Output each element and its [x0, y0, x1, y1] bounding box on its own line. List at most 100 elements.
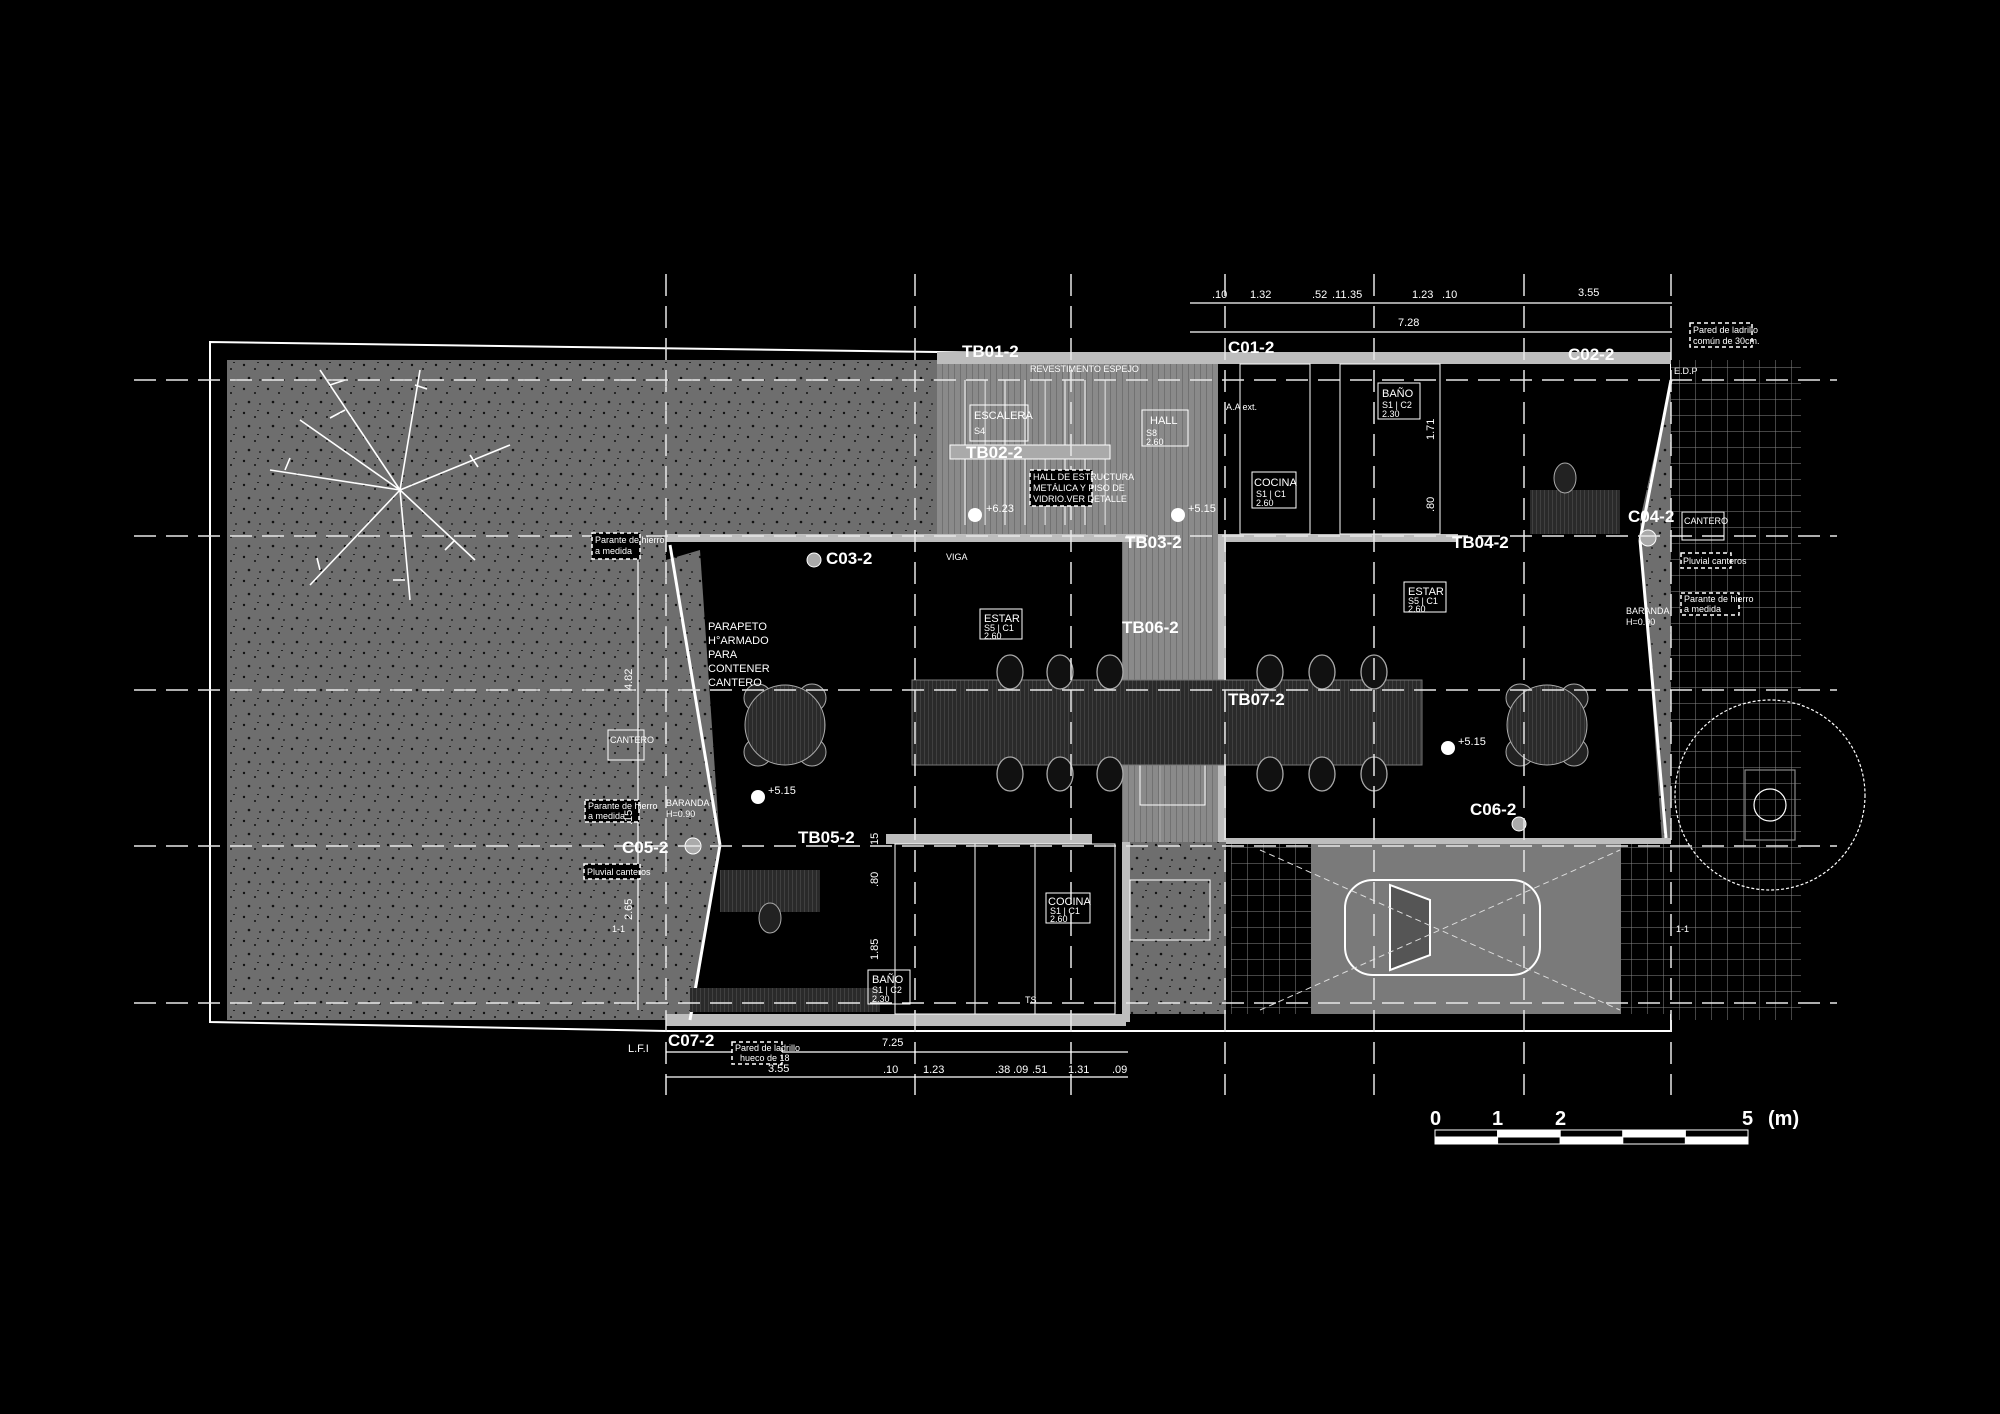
- svg-text:S1 | C2: S1 | C2: [1382, 400, 1412, 410]
- desk-top-right: [1530, 490, 1620, 534]
- svg-text:S1 | C1: S1 | C1: [1050, 906, 1080, 916]
- svg-text:.09: .09: [1013, 1064, 1028, 1076]
- svg-text:.52: .52: [1312, 289, 1327, 301]
- svg-text:.38: .38: [995, 1064, 1010, 1076]
- dimension-texts: 7.28 .10 1.32 .52 .11 .35 1.23 .10 3.55 …: [623, 287, 1599, 1076]
- svg-text:S1 | C2: S1 | C2: [872, 985, 902, 995]
- svg-text:.10: .10: [1212, 289, 1227, 301]
- svg-text:2.60: 2.60: [1146, 437, 1164, 447]
- room-tag-cantero-left: CANTERO: [607, 729, 654, 761]
- section-mark-left: 1-1: [612, 924, 625, 934]
- svg-text:+6.23: +6.23: [986, 503, 1014, 515]
- svg-text:7.25: 7.25: [882, 1037, 903, 1049]
- walls: [666, 352, 1673, 1026]
- scale-bar-segment: [1434, 1129, 1499, 1138]
- svg-text:1.32: 1.32: [1250, 289, 1271, 301]
- scale-bar-segment: [1622, 1136, 1686, 1145]
- svg-text:S5 | C1: S5 | C1: [984, 623, 1014, 633]
- svg-text:.80: .80: [1425, 497, 1437, 512]
- svg-text:3.55: 3.55: [768, 1063, 789, 1075]
- palm-tree: [269, 369, 511, 601]
- scale-bar-segment: [1559, 1129, 1624, 1138]
- scale-bar-segment: [1622, 1129, 1686, 1138]
- svg-text:1: 1: [1492, 1108, 1503, 1130]
- axis-TB03: TB03-2: [1125, 533, 1182, 552]
- note-ts: TS: [1025, 995, 1037, 1005]
- svg-text:BAÑO: BAÑO: [872, 973, 904, 986]
- round-table-right: [1505, 683, 1589, 767]
- scale-bar-segment: [1684, 1136, 1749, 1145]
- axis-C01: C01-2: [1228, 338, 1274, 357]
- svg-text:4.82: 4.82: [623, 669, 635, 690]
- scale-bar-segment: [1559, 1136, 1624, 1145]
- level-marks: +6.23 +5.15 +5.15 +5.15: [751, 503, 1486, 804]
- svg-text:5: 5: [1742, 1108, 1753, 1130]
- scale-bar-segment: [1497, 1129, 1561, 1138]
- note-pluvial-left: Pluvial canteros: [587, 867, 651, 877]
- axis-C06: C06-2: [1470, 800, 1516, 819]
- tree-right: [1674, 699, 1866, 891]
- note-edp: E.D.P: [1674, 366, 1698, 376]
- svg-text:2.60: 2.60: [984, 631, 1002, 641]
- axis-TB05: TB05-2: [798, 828, 855, 847]
- long-table: [911, 679, 1423, 766]
- svg-text:.09: .09: [1112, 1064, 1127, 1076]
- scale-bar: 0 1 2 5 (m): [1430, 1108, 1799, 1145]
- svg-text:COCINA: COCINA: [1048, 896, 1091, 908]
- note-pluvial-right: Pluvial canteros: [1683, 556, 1747, 566]
- svg-text:2: 2: [1555, 1108, 1566, 1130]
- car: [1259, 849, 1621, 1011]
- stair-treads: [949, 380, 1111, 525]
- svg-text:2.30: 2.30: [1382, 409, 1400, 419]
- axis-TB02: TB02-2: [966, 443, 1023, 462]
- svg-text:.35: .35: [1347, 289, 1362, 301]
- svg-text:S1 | C1: S1 | C1: [1256, 489, 1286, 499]
- svg-text:.80: .80: [869, 872, 881, 887]
- svg-text:S8: S8: [1146, 428, 1157, 438]
- svg-text:BAÑO: BAÑO: [1382, 387, 1414, 400]
- svg-text:1.71: 1.71: [1425, 419, 1437, 440]
- svg-text:2.65: 2.65: [623, 899, 635, 920]
- svg-text:2.60: 2.60: [1408, 604, 1426, 614]
- axis-TB06: TB06-2: [1122, 618, 1179, 637]
- room-tag-cantero-right: CANTERO: [1681, 511, 1728, 541]
- svg-text:.10: .10: [883, 1064, 898, 1076]
- svg-text:COCINA: COCINA: [1254, 477, 1297, 489]
- upper-terrace: [666, 360, 937, 534]
- axis-TB01: TB01-2: [962, 342, 1019, 361]
- svg-text:S4: S4: [974, 426, 985, 436]
- svg-text:.11: .11: [1332, 289, 1346, 301]
- svg-text:1.23: 1.23: [923, 1064, 944, 1076]
- svg-text:2.60: 2.60: [1256, 498, 1274, 508]
- svg-text:(m): (m): [1768, 1108, 1799, 1130]
- scale-bar-segment: [1497, 1136, 1561, 1145]
- structural-grid: [134, 274, 1837, 1095]
- svg-text:+5.15: +5.15: [1458, 736, 1486, 748]
- axis-labels: TB01-2 TB02-2 TB03-2 TB04-2 TB05-2 TB06-…: [622, 338, 1674, 1050]
- axis-C07: C07-2: [668, 1031, 714, 1050]
- svg-text:CANTERO: CANTERO: [1684, 516, 1728, 526]
- svg-text:.15: .15: [623, 810, 635, 825]
- furniture: [690, 462, 1620, 1012]
- svg-text:7.28: 7.28: [1398, 317, 1419, 329]
- svg-text:1.23: 1.23: [1412, 289, 1433, 301]
- section-mark-right: 1-1: [1676, 924, 1689, 934]
- axis-C02: C02-2: [1568, 345, 1614, 364]
- svg-text:ESTAR: ESTAR: [1408, 586, 1444, 598]
- axis-TB07: TB07-2: [1228, 690, 1285, 709]
